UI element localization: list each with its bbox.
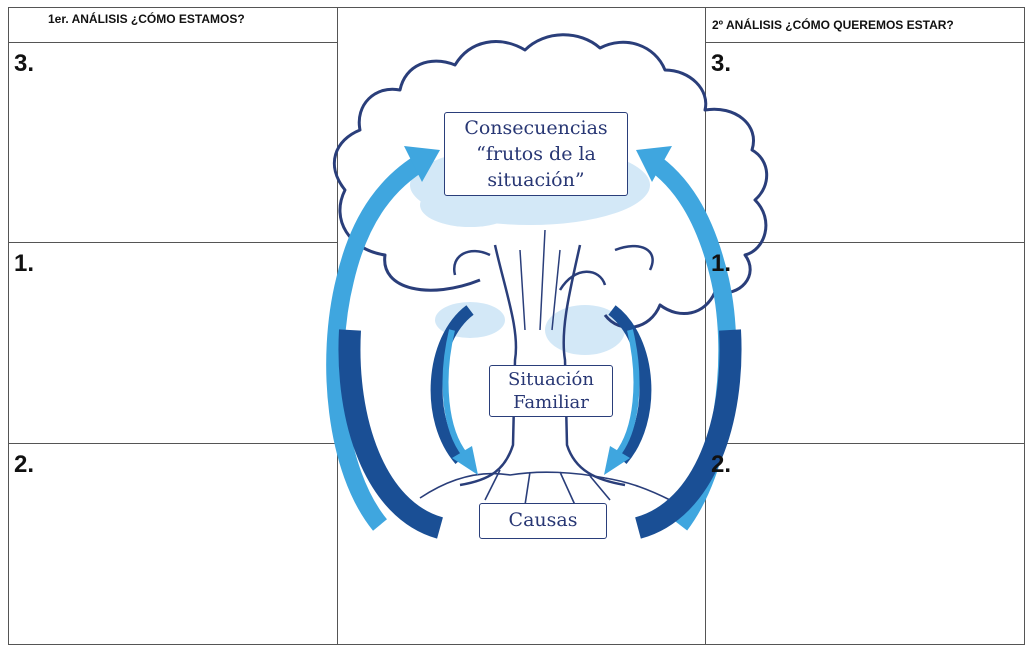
right-row-number-2: 2. bbox=[711, 451, 732, 478]
situation-line-2: Familiar bbox=[513, 392, 589, 413]
left-row-number-2: 2. bbox=[14, 451, 35, 478]
arrow-dark-right bbox=[634, 329, 742, 539]
left-row-number-3: 3. bbox=[14, 50, 35, 77]
right-row-number-3: 3. bbox=[711, 50, 732, 77]
tree-roots bbox=[419, 469, 671, 506]
tree-canopy bbox=[332, 33, 769, 329]
arrow-causes-to-consequences-left bbox=[326, 152, 430, 531]
right-column-header: 2º ANÁLISIS ¿CÓMO QUEREMOS ESTAR? bbox=[712, 18, 954, 32]
consequences-line-3: situación” bbox=[487, 169, 585, 191]
right-row-number-1: 1. bbox=[711, 250, 732, 277]
consequences-line-2: “frutos de la bbox=[476, 143, 596, 165]
causes-label: Causas bbox=[479, 503, 607, 539]
situation-line-1: Situación bbox=[508, 369, 594, 390]
tree-trunk bbox=[459, 244, 626, 487]
arrow-inner-left bbox=[430, 305, 474, 464]
left-column-header: 1er. ANÁLISIS ¿CÓMO ESTAMOS? bbox=[48, 12, 245, 26]
situation-label: Situación Familiar bbox=[489, 365, 613, 417]
arrow-inner-right bbox=[608, 305, 652, 464]
arrow-dark-left bbox=[338, 329, 444, 539]
consequences-line-1: Consecuencias bbox=[464, 117, 608, 139]
consequences-label: Consecuencias “frutos de la situación” bbox=[444, 112, 628, 196]
left-row-number-1: 1. bbox=[14, 250, 35, 277]
